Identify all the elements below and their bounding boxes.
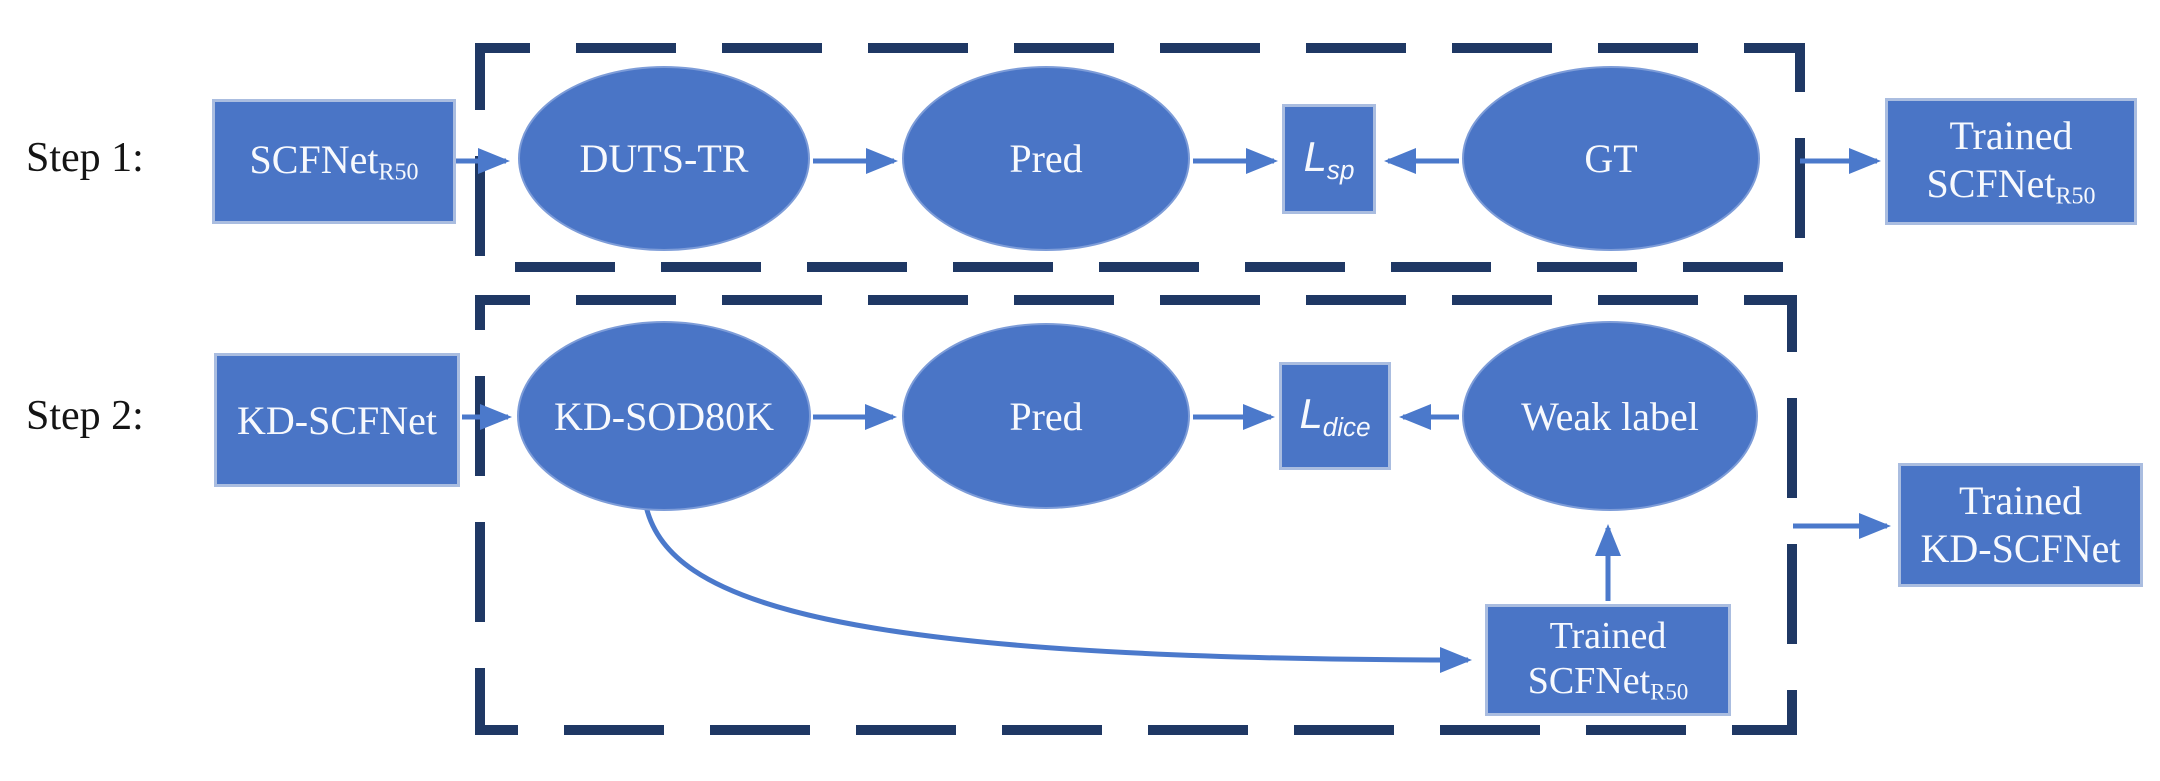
kd-scfnet-label: KD-SCFNet [236, 397, 438, 443]
weak-label-text: Weak label [1521, 393, 1699, 439]
scfnet-r50-label: SCFNetR50 [249, 137, 419, 186]
trained-scfnet-subscript: R50 [2055, 183, 2096, 210]
scfnet-r50-subscript: R50 [378, 159, 419, 186]
duts-tr-ellipse: DUTS-TR [518, 66, 810, 251]
gt-ellipse: GT [1462, 66, 1760, 251]
teacher-line2: SCFNetR50 [1527, 660, 1689, 705]
loss-dice-label: Ldice [1299, 389, 1371, 442]
duts-tr-label: DUTS-TR [579, 136, 749, 181]
pred-ellipse-step1: Pred [902, 66, 1190, 251]
trained-scfnet-line1: Trained [1949, 112, 2073, 158]
kd-sod80k-label: KD-SOD80K [554, 393, 774, 439]
teacher-trained-scfnet-box: Trained SCFNetR50 [1485, 604, 1731, 716]
weak-label-ellipse: Weak label [1462, 321, 1758, 511]
pred-label-step2: Pred [1009, 393, 1083, 439]
pred-ellipse-step2: Pred [902, 323, 1190, 509]
kd-sod80k-ellipse: KD-SOD80K [517, 321, 811, 511]
step2-label: Step 2: [26, 393, 144, 439]
loss-sp-label: Lsp [1303, 132, 1355, 185]
teacher-subscript: R50 [1650, 679, 1689, 705]
pred-label-step1: Pred [1009, 136, 1083, 181]
trained-kd-scfnet-line1: Trained [1959, 478, 2082, 523]
loss-dice-subscript: dice [1322, 411, 1371, 442]
arrow-kdsod80k-to-teacher-curved [643, 505, 1472, 673]
loss-dice-box: Ldice [1279, 362, 1391, 470]
trained-scfnet-r50-box: Trained SCFNetR50 [1885, 98, 2137, 225]
loss-sp-box: Lsp [1282, 104, 1376, 214]
trained-kd-scfnet-line2: KD-SCFNet [1920, 526, 2121, 571]
gt-label: GT [1584, 136, 1638, 181]
scfnet-r50-box: SCFNetR50 [212, 99, 456, 224]
trained-scfnet-line2: SCFNetR50 [1926, 160, 2096, 210]
trained-kd-scfnet-box: Trained KD-SCFNet [1898, 463, 2143, 587]
kd-scfnet-box: KD-SCFNet [214, 353, 460, 487]
loss-sp-subscript: sp [1326, 154, 1355, 185]
step1-label: Step 1: [26, 135, 144, 181]
teacher-line1: Trained [1549, 614, 1667, 657]
